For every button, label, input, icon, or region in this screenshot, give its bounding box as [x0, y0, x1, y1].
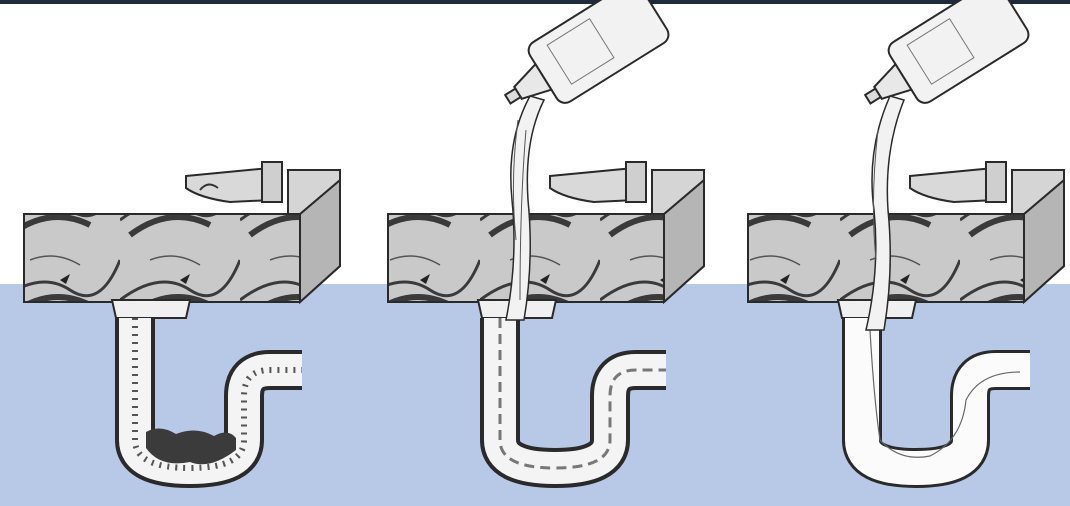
faucet-icon — [910, 162, 1006, 202]
drain-flange — [112, 300, 190, 318]
sink-counter — [388, 170, 704, 302]
sink-counter — [748, 170, 1064, 302]
cleaner-bottle-icon — [849, 0, 1032, 129]
sink-counter — [24, 170, 340, 302]
faucet-icon — [186, 162, 282, 202]
cleaner-bottle-icon — [489, 0, 672, 129]
faucet-icon — [550, 162, 646, 202]
